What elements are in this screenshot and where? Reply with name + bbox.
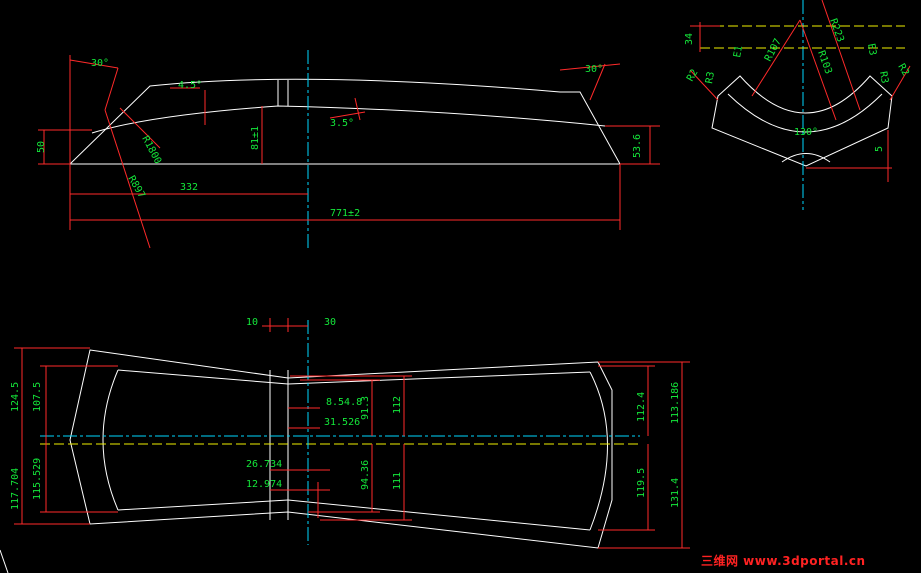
- dim-radius-2-right: R2: [895, 62, 911, 78]
- top-view-inner-bottom-right: [287, 499, 591, 531]
- dim-8-54-8: 8.54.8: [326, 397, 362, 408]
- dim-angle-130: 130°: [794, 127, 818, 138]
- dim-131-4: 131.4: [670, 478, 681, 508]
- dim-e3: E3: [865, 43, 878, 57]
- dim-332: 332: [180, 182, 198, 193]
- side-view-outline: [68, 78, 621, 165]
- end-view-inner-arc: [727, 93, 883, 133]
- top-view-inner-top-right: [287, 371, 591, 385]
- top-view-inner-right: [589, 371, 608, 531]
- dim-radius-897: R897: [125, 174, 147, 200]
- dim-112-4: 112.4: [636, 392, 647, 422]
- dim-50: 50: [36, 141, 47, 153]
- dim-angle-4-5: 4.5°: [178, 80, 202, 91]
- top-view-inner-bottom: [117, 499, 289, 511]
- top-view-outline: [69, 349, 613, 549]
- dim-119-5: 119.5: [636, 468, 647, 498]
- dim-112: 112: [392, 396, 403, 414]
- dim-34: 34: [684, 33, 695, 45]
- dim-771: 771±2: [330, 208, 360, 219]
- dim-94-36: 94.36: [360, 460, 371, 490]
- dim-angle-30-left: 30°: [91, 58, 109, 69]
- dim-e1: E1: [732, 45, 745, 59]
- end-view-outline: [711, 75, 893, 167]
- dim-10: 10: [246, 317, 258, 328]
- dim-91-3: 91.3: [360, 396, 371, 420]
- end-view: 34 R2 R3 E1 R107 R103 R223 E3 R3 R2 130°…: [684, 0, 911, 210]
- top-view-edge-fragment: [0, 549, 9, 573]
- dim-117-704: 117.704: [10, 468, 21, 510]
- dim-angle-30-right: 30°: [585, 64, 603, 75]
- dim-angle-3-5: 3.5°: [330, 118, 354, 129]
- dim-radius-223: R223: [827, 17, 846, 43]
- dim-radius-3-right: R3: [877, 71, 890, 85]
- end-view-bottom-arc: [781, 153, 831, 163]
- watermark: 三维网 www.3dportal.cn: [701, 554, 866, 568]
- side-view: 30° 4.5° R1800 81±1 3.5° 30° 50 53.6 R89…: [36, 50, 660, 249]
- dim-53-6: 53.6: [632, 134, 643, 158]
- dim-radius-3-left: R3: [704, 71, 717, 85]
- top-view: 10 30 124.5 107.5 8.54.8 31.526 91.3 112…: [0, 317, 690, 573]
- dim-113-186: 113.186: [670, 382, 681, 424]
- dim-107-5: 107.5: [32, 382, 43, 412]
- dim-radius-2-left: R2: [685, 68, 701, 84]
- dim-31-526: 31.526: [324, 417, 360, 428]
- dim-111: 111: [392, 472, 403, 490]
- side-view-inner-curve: [91, 105, 606, 134]
- dim-5: 5: [874, 146, 885, 152]
- top-view-inner-top: [117, 369, 289, 385]
- dim-81: 81±1: [250, 126, 261, 150]
- dim-radius-1800: R1800: [139, 134, 163, 166]
- top-view-inner-left: [102, 369, 119, 511]
- dim-30: 30: [324, 317, 336, 328]
- dim-26-734: 26.734: [246, 459, 282, 470]
- dim-124-5: 124.5: [10, 382, 21, 412]
- dim-12-974: 12.974: [246, 479, 282, 490]
- dim-radius-103: R103: [815, 49, 834, 75]
- dim-115-529: 115.529: [32, 458, 43, 500]
